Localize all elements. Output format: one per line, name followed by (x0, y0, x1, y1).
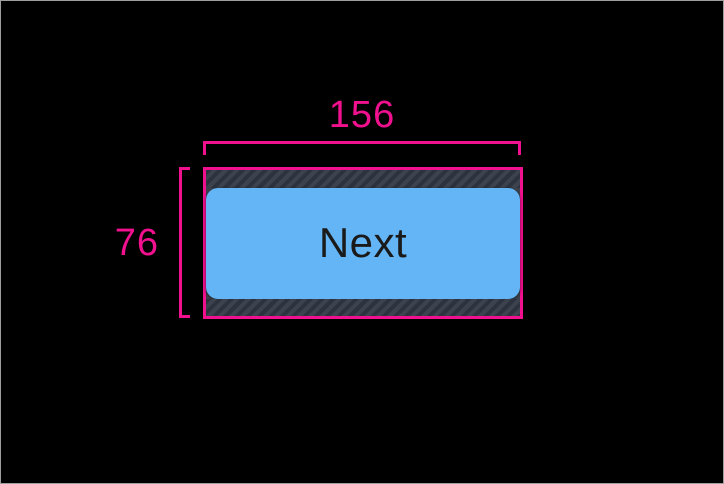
padding-overlay-top (206, 170, 520, 188)
width-measurement-bracket (203, 141, 521, 155)
height-measurement-bracket (179, 167, 190, 318)
selected-element-bounds: Next (203, 167, 523, 319)
next-button-label: Next (318, 219, 408, 266)
height-dimension-label: 76 (114, 222, 159, 264)
width-dimension-label: 156 (328, 94, 396, 136)
padding-overlay-bottom (206, 298, 520, 316)
next-button[interactable]: Next (206, 187, 520, 299)
